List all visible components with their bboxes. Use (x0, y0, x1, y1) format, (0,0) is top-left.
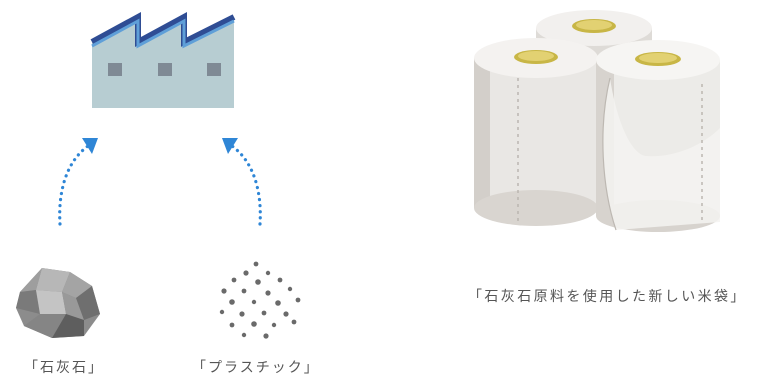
factory-icon (88, 8, 240, 112)
limestone-label: 「石灰石」 (24, 360, 104, 376)
paper-rolls-icon (470, 8, 730, 240)
plastic-label: 「プラスチック」 (192, 360, 320, 376)
limestone-rock-icon (12, 262, 104, 342)
dotted-arrow-icon (52, 132, 102, 228)
plastic-pellets-icon (208, 258, 308, 342)
dotted-arrow-icon (218, 132, 268, 228)
product-label: 「石灰石原料を使用した新しい米袋」 (468, 289, 747, 305)
